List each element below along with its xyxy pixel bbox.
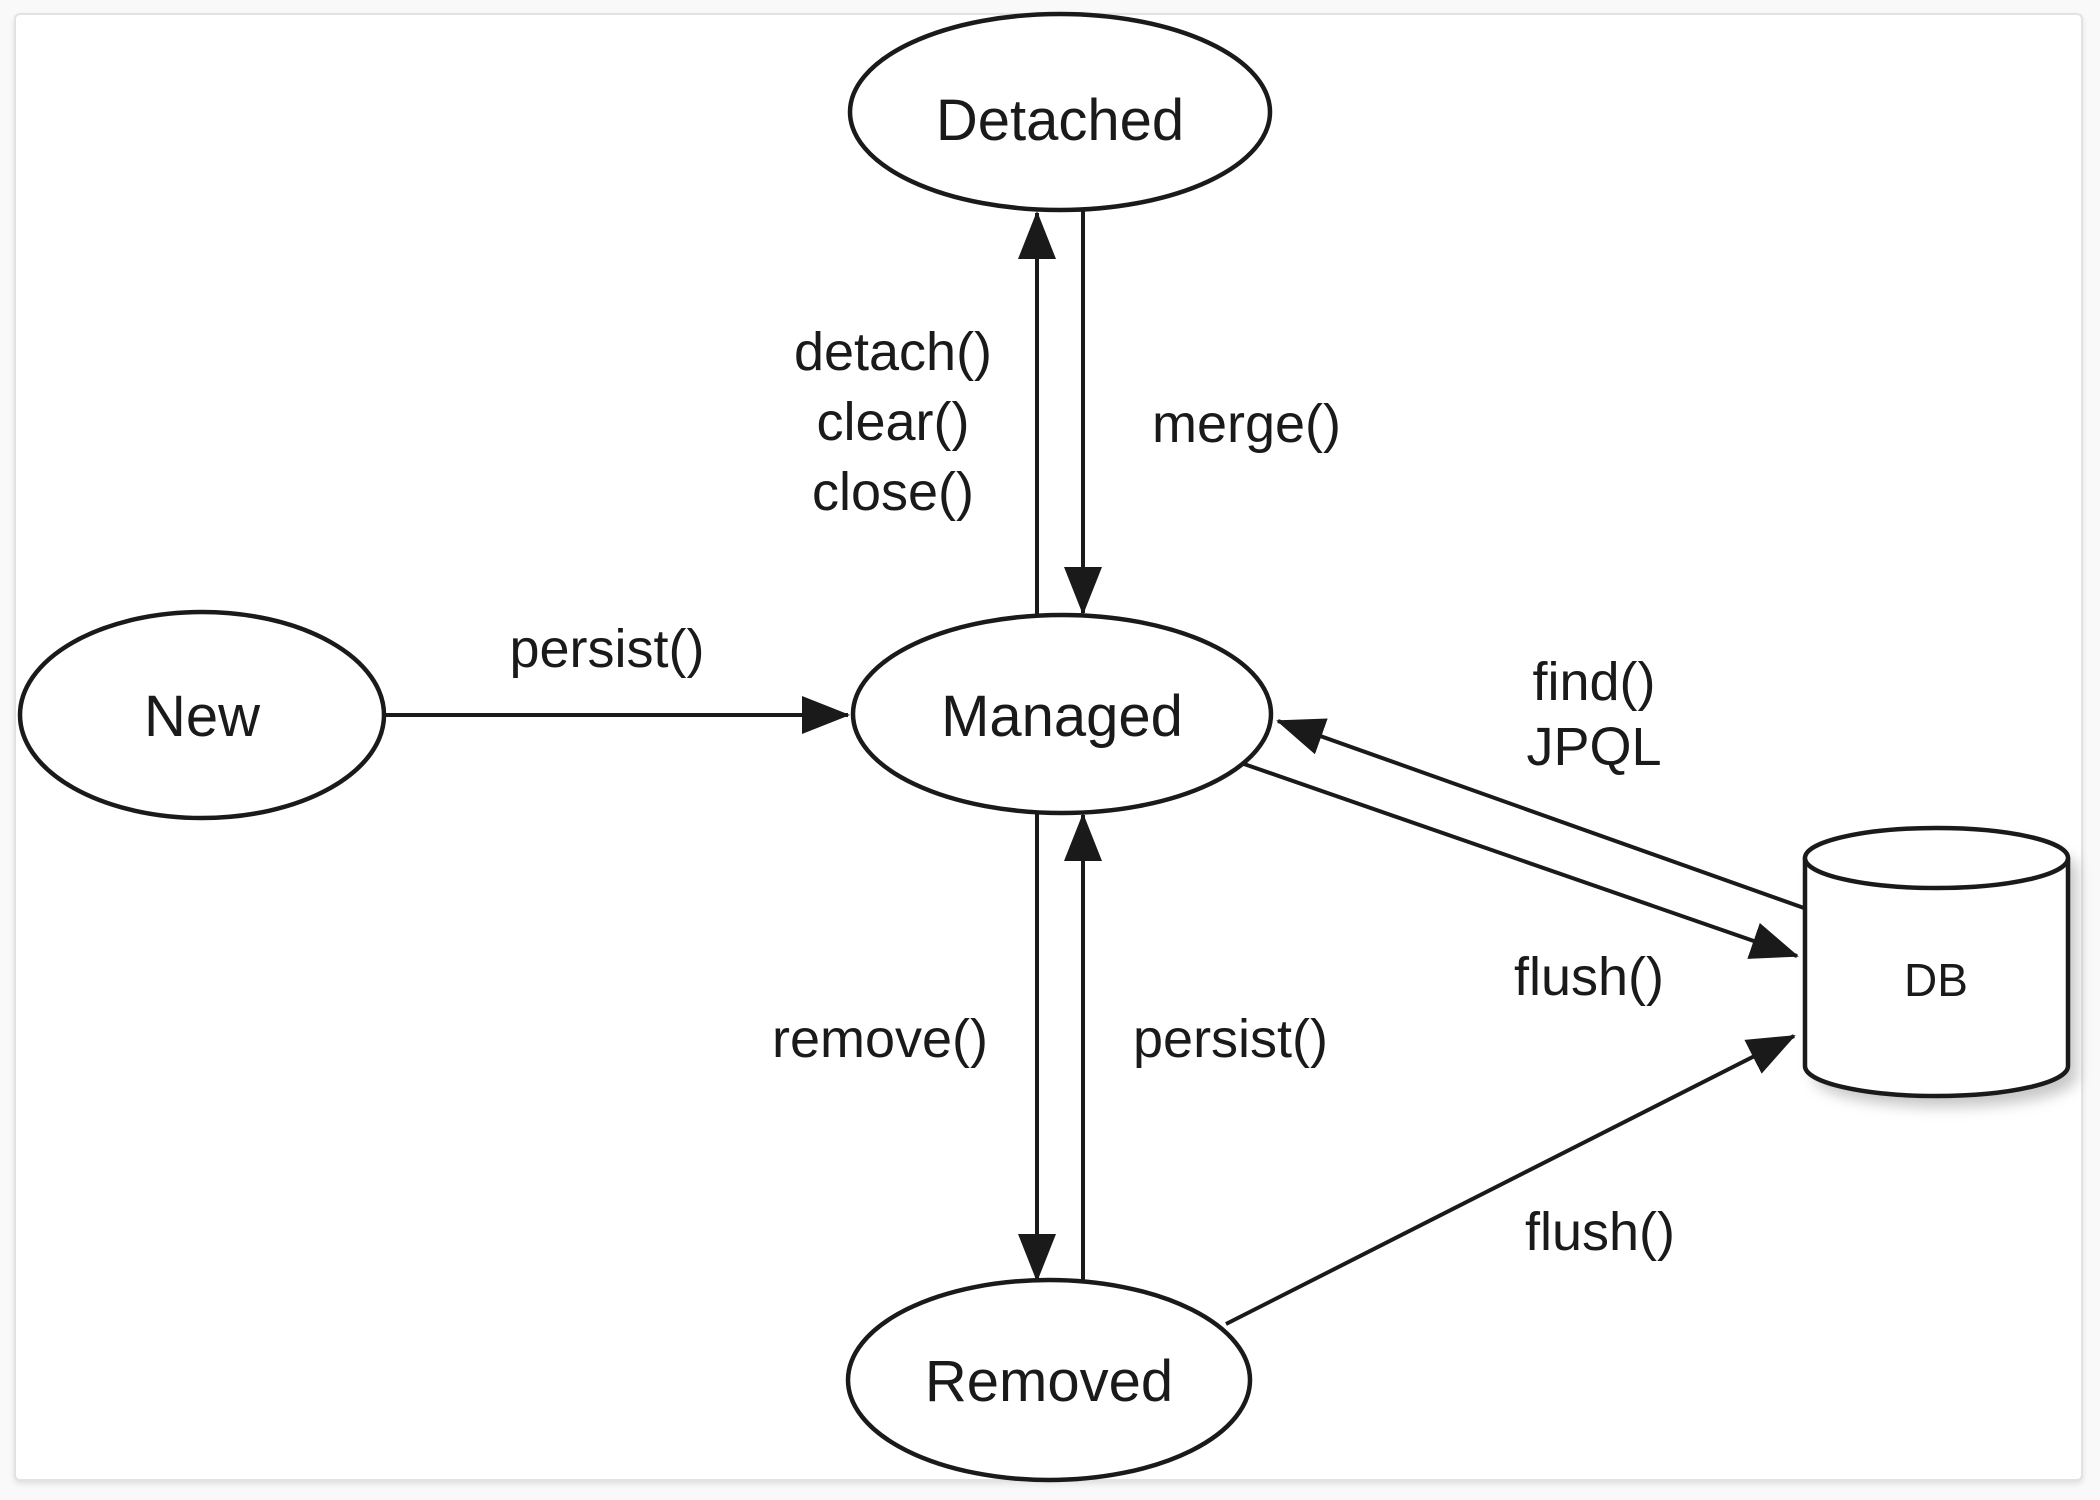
label-jpql: JPQL bbox=[1526, 717, 1661, 777]
label-merge: merge() bbox=[1152, 394, 1341, 454]
edge-flush-removed-to-db bbox=[1225, 1034, 1796, 1326]
label-remove: remove() bbox=[772, 1009, 988, 1069]
state-managed-ellipse bbox=[850, 612, 1274, 816]
state-removed-label: Removed bbox=[925, 1349, 1173, 1414]
label-detach-group: detach() clear() close() bbox=[794, 322, 992, 522]
state-new-ellipse bbox=[17, 609, 387, 821]
label-persist-from-removed: persist() bbox=[1133, 1009, 1328, 1069]
db-cylinder-body bbox=[1802, 858, 2071, 1099]
state-managed-label: Managed bbox=[941, 684, 1183, 749]
label-flush-from-managed: flush() bbox=[1514, 947, 1664, 1007]
label-persist-from-new: persist() bbox=[509, 619, 704, 679]
label-detach: detach() bbox=[794, 322, 992, 382]
label-find-group: find() JPQL bbox=[1526, 652, 1661, 777]
label-close: close() bbox=[812, 462, 974, 522]
state-detached-ellipse bbox=[847, 11, 1273, 213]
edge-flush-managed-to-db bbox=[1243, 762, 1799, 959]
label-find: find() bbox=[1532, 652, 1655, 712]
state-new-label: New bbox=[144, 684, 261, 749]
edge-find-db-to-managed bbox=[1276, 718, 1805, 910]
db-label: DB bbox=[1904, 954, 1968, 1006]
db-cylinder-top bbox=[1802, 825, 2071, 891]
label-clear: clear() bbox=[816, 392, 969, 452]
label-flush-from-removed: flush() bbox=[1525, 1202, 1675, 1262]
state-detached-label: Detached bbox=[936, 88, 1184, 153]
db-cylinder: DB bbox=[1802, 825, 2077, 1108]
state-removed-ellipse bbox=[845, 1277, 1253, 1483]
